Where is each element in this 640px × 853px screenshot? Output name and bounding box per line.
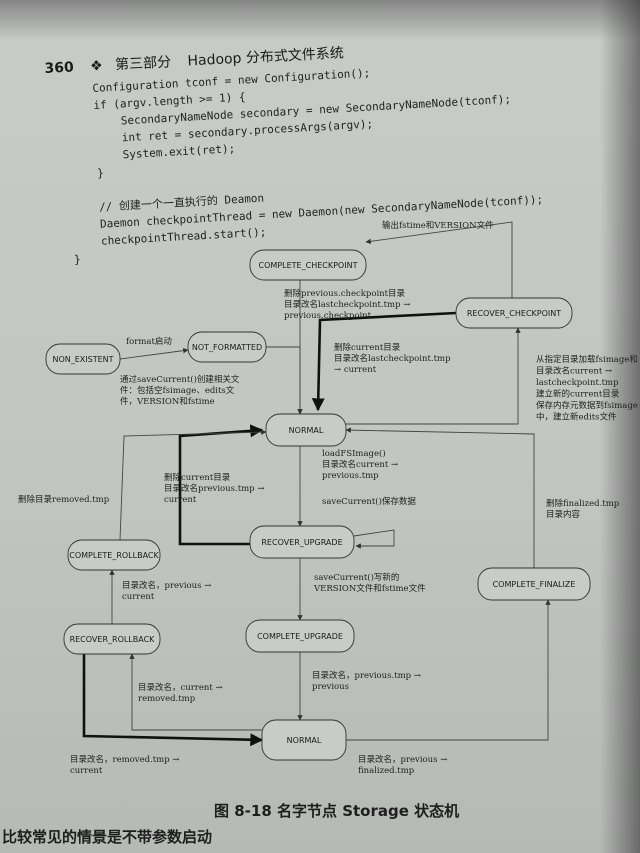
- label-delete-current-prev: current: [164, 495, 197, 505]
- part-title: Hadoop 分布式文件系统: [187, 45, 345, 70]
- state-label: NOT_FORMATTED: [192, 343, 262, 352]
- page-shadow-top: [0, 0, 640, 40]
- label-load-fsimage: previous.tmp: [322, 471, 379, 481]
- label-load-specified: 目录改名current →: [536, 366, 612, 377]
- part-label: 第三部分: [114, 54, 172, 74]
- label-rename-removed-current: current: [70, 766, 103, 776]
- state-label: NON_EXISTENT: [52, 355, 113, 364]
- state-label: COMPLETE_CHECKPOINT: [259, 261, 358, 270]
- edge-recovercheckpoint-completecheckpoint: [365, 221, 513, 298]
- label-delete-current-rename: 删除current目录: [334, 342, 401, 353]
- label-save-current-version: saveCurrent()写新的: [314, 572, 399, 583]
- label-save-current-data: saveCurrent()保存数据: [322, 496, 416, 507]
- state-label: COMPLETE_FINALIZE: [493, 580, 576, 589]
- state-complete-finalize: COMPLETE_FINALIZE: [477, 567, 591, 601]
- state-diagram: COMPLETE_CHECKPOINT RECOVER_CHECKPOINT NON…: [18, 220, 638, 776]
- label-delete-current-prev: 删除current目录: [164, 472, 231, 483]
- state-label: RECOVER_CHECKPOINT: [467, 309, 561, 318]
- edge-completefinalize-normal: [345, 427, 535, 568]
- state-label: COMPLETE_ROLLBACK: [69, 551, 159, 560]
- label-rename-current-removed: removed.tmp: [138, 694, 196, 704]
- edge-completerollback-normal: [119, 429, 267, 541]
- label-delete-current-rename: → current: [334, 365, 377, 375]
- label-rename-removed-current: 目录改名，removed.tmp →: [70, 754, 180, 765]
- label-load-fsimage: 目录改名current →: [322, 459, 398, 470]
- label-delete-prev-checkpoint: previous.checkpoint: [284, 311, 372, 321]
- state-recover-upgrade: RECOVER_UPGRADE: [249, 525, 355, 559]
- label-format-start: format启动: [126, 336, 172, 347]
- label-rename-previous-current: 目录改名，previous →: [122, 580, 211, 591]
- state-label: NORMAL: [289, 426, 324, 435]
- label-load-specified: 从指定目录加载fsimage和: [536, 354, 638, 365]
- states-group: COMPLETE_CHECKPOINT RECOVER_CHECKPOINT NON…: [45, 249, 591, 761]
- state-label: RECOVER_ROLLBACK: [70, 635, 156, 644]
- label-rename-previous-tmp: 目录改名，previous.tmp →: [312, 670, 421, 681]
- edge-recovercheckpoint-normal: [311, 311, 457, 412]
- page-shadow-right: [600, 0, 640, 853]
- label-rename-previous-current: current: [122, 592, 155, 602]
- label-load-specified: 建立新的current目录: [536, 389, 620, 400]
- label-delete-finalized: 删除finalized.tmp: [546, 498, 620, 509]
- label-delete-finalized: 目录内容: [546, 509, 581, 520]
- edge-recoverrollback-normal: [82, 654, 264, 747]
- label-rename-current-removed: 目录改名，current →: [138, 682, 223, 693]
- label-delete-current-prev: 目录改名previous.tmp →: [164, 483, 264, 494]
- state-recover-checkpoint: RECOVER_CHECKPOINT: [455, 297, 573, 329]
- state-complete-upgrade: COMPLETE_UPGRADE: [245, 619, 355, 653]
- label-delete-removed: 删除目录removed.tmp: [18, 494, 110, 505]
- state-complete-rollback: COMPLETE_ROLLBACK: [67, 539, 161, 571]
- transition-edges: [82, 221, 551, 747]
- state-normal-bottom: NORMAL: [261, 719, 347, 761]
- edge-normal-recoverrollback: [129, 653, 262, 731]
- labels-group: 输出fstime和VERSION文件删除previous.checkpoint目…: [18, 220, 638, 776]
- body-text-line: 比较常见的情景是不带参数启动: [2, 828, 213, 846]
- label-save-current: 件：包括空fsimage、edits文: [120, 385, 235, 396]
- state-label: NORMAL: [287, 736, 322, 745]
- edge-normal-completefinalize: [346, 599, 551, 741]
- label-save-current: 件，VERSION和fstime: [120, 396, 215, 407]
- page-number: 360: [44, 59, 75, 77]
- state-recover-rollback: RECOVER_ROLLBACK: [63, 623, 161, 655]
- label-load-fsimage: loadFSImage(): [322, 448, 386, 459]
- label-rename-previous-finalized: finalized.tmp: [358, 766, 415, 776]
- label-load-specified: 中，建立新edits文件: [536, 412, 617, 423]
- label-save-current-version: VERSION文件和fstime文件: [313, 583, 426, 594]
- label-delete-prev-checkpoint: 目录改名lastcheckpoint.tmp →: [284, 299, 410, 310]
- edge-normal-recovercheckpoint: [346, 327, 521, 425]
- state-not-formatted: NOT_FORMATTED: [187, 331, 267, 363]
- label-rename-previous-tmp: previous: [312, 682, 349, 692]
- edge-nonexistent-notformatted: [119, 347, 189, 360]
- edge-recoverupgrade-self: [353, 529, 395, 549]
- label-delete-current-rename: 目录改名lastcheckpoint.tmp: [334, 353, 451, 364]
- state-normal-top: NORMAL: [265, 413, 347, 447]
- label-load-specified: 保存内存元数据到fsimage: [536, 400, 638, 411]
- figure-caption: 图 8-18 名字节点 Storage 状态机: [214, 802, 460, 820]
- label-load-specified: lastcheckpoint.tmp: [536, 378, 619, 388]
- state-label: RECOVER_UPGRADE: [261, 538, 342, 547]
- edge-notformatted-normal: [266, 346, 303, 415]
- state-complete-checkpoint: COMPLETE_CHECKPOINT: [249, 249, 367, 281]
- label-save-current: 通过saveCurrent()创建相关文: [120, 374, 240, 385]
- label-rename-previous-finalized: 目录改名，previous →: [358, 754, 447, 765]
- label-output-fstime: 输出fstime和VERSION文件: [382, 220, 494, 231]
- clover-icon: ❖: [89, 57, 104, 75]
- label-delete-prev-checkpoint: 删除previous.checkpoint目录: [284, 288, 406, 299]
- state-label: COMPLETE_UPGRADE: [257, 632, 343, 641]
- state-non-existent: NON_EXISTENT: [45, 343, 121, 375]
